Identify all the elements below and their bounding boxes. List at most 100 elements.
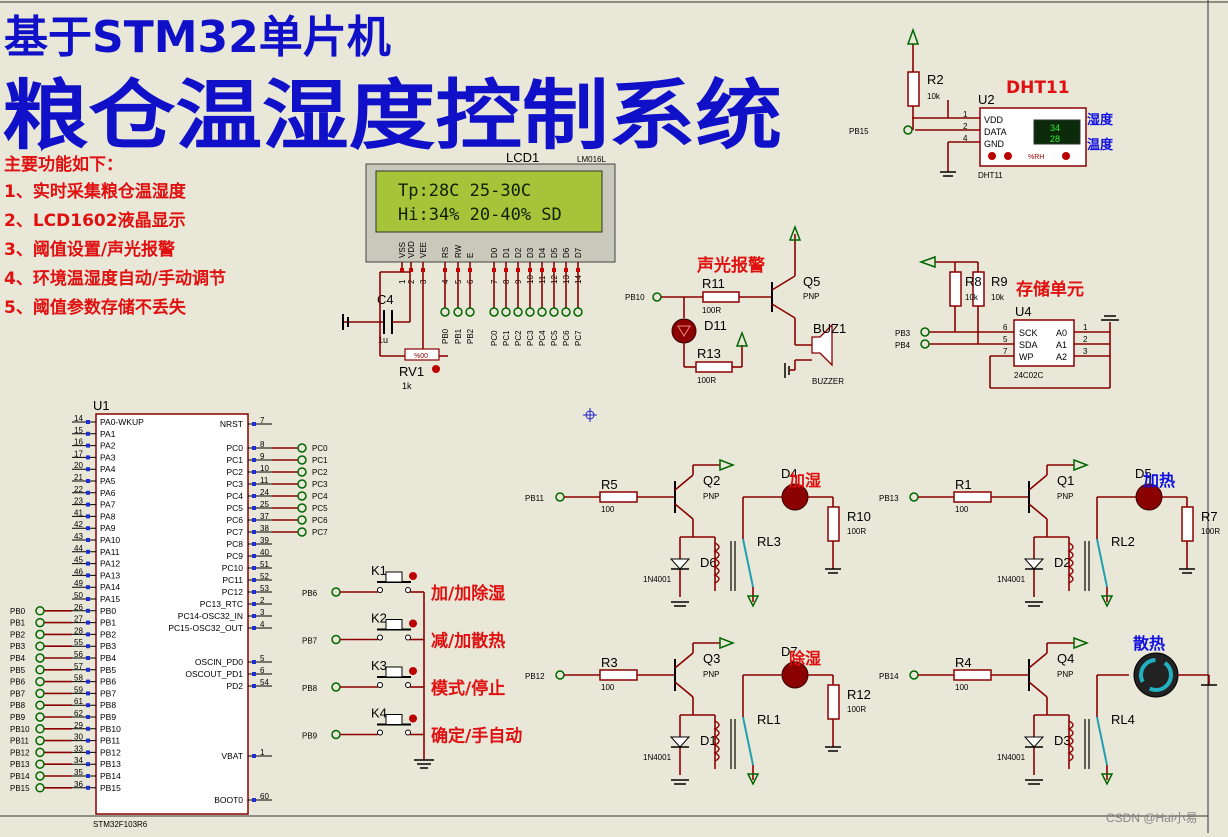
- mcu-left-pinname-27: PB11: [100, 736, 120, 746]
- mcu-left-pinname-7: PA7: [100, 500, 116, 510]
- mcu-right-pinname-4: PC3: [226, 479, 243, 489]
- driver-relay-coil-icon-1: [713, 720, 720, 762]
- key-net-2: PB8: [302, 684, 318, 693]
- mcu-right-pinname-17: OSCIN_PD0: [195, 657, 243, 667]
- mcu-left-pinname-19: PB3: [100, 641, 116, 651]
- mcu-right-pinnum-5: 24: [260, 488, 269, 497]
- driver-diode-ref-1: D1: [700, 733, 717, 748]
- mcu-left-pinnum-11: 44: [74, 544, 83, 553]
- mcu-right-pinname-15: PC14-OSC32_IN: [178, 611, 243, 621]
- key-label-1: 减/加散热: [431, 631, 505, 652]
- driver-q-type-0: PNP: [703, 492, 719, 501]
- mcu-left-terminal-8: [35, 700, 45, 710]
- dht-side-temperature: 温度: [1087, 137, 1114, 153]
- mcu-left-pinname-1: PA1: [100, 429, 116, 439]
- lcd-data-net-3: PC3: [526, 330, 535, 346]
- driver-relay-coil-icon-3: [1067, 720, 1074, 762]
- driver-label-2: 加热: [1142, 471, 1175, 490]
- lcd-data-terminal-2: [513, 307, 523, 317]
- mcu-right-pinname-6: PC5: [226, 503, 243, 513]
- d11-ref: D11: [704, 318, 727, 333]
- mcu-ref: U1: [93, 398, 110, 413]
- relay-drivers: PB11R5100Q2PNPD61N4001RL3D4R10100R加湿PB12…: [525, 458, 1220, 786]
- driver-relay-switch-icon-3: [1096, 716, 1108, 766]
- mcu-left-net-4: PB4: [10, 654, 26, 663]
- r2-pullup: R2 10k: [906, 27, 944, 130]
- r8-value: 10k: [965, 293, 979, 302]
- lcd-pin-label-13: D6: [562, 247, 571, 258]
- dht11-sensor: DHT11 U2 VDD DATA GND 1 2 4 34 28 %RH DH…: [849, 78, 1114, 180]
- mcu-right-pinnum-0: 7: [260, 416, 265, 425]
- mcu-right-pinname-9: PC8: [226, 539, 243, 549]
- mcu-left-pinnum-16: 26: [74, 603, 83, 612]
- mcu-right-pinnum-2: 9: [260, 452, 265, 461]
- mcu-left-pinnum-27: 30: [74, 733, 83, 742]
- mcu-left-pinname-15: PA15: [100, 594, 120, 604]
- driver-rled-ref-0: R10: [847, 509, 871, 524]
- mcu-left-pinname-21: PB5: [100, 665, 116, 675]
- lcd-data-terminal-4: [537, 307, 547, 317]
- u4-pinnum-3: 3: [1083, 347, 1088, 356]
- mcu-left-pinname-29: PB13: [100, 759, 121, 769]
- mcu-left-pinnum-25: 62: [74, 709, 83, 718]
- rv1-marker-icon: [432, 365, 440, 373]
- lcd-data-terminal-0: [489, 307, 499, 317]
- u4-pinnum-5: 5: [1003, 335, 1008, 344]
- eeprom-label: 存储单元: [1016, 279, 1084, 300]
- mcu-left-net-11: PB11: [10, 737, 30, 746]
- mcu-left-pinnum-0: 14: [74, 414, 83, 423]
- mcu-left-pinname-30: PB14: [100, 771, 121, 781]
- u4-pin-a0: A0: [1056, 328, 1067, 338]
- mcu-right-pinname-5: PC4: [226, 491, 243, 501]
- driver-r-value-0: 100: [601, 505, 615, 514]
- mcu-right-pinname-20: VBAT: [221, 751, 243, 761]
- u4-pinnum-6: 6: [1003, 323, 1008, 332]
- lcd-data-net-4: PC4: [538, 330, 547, 346]
- mcu-left-pinname-3: PA3: [100, 452, 116, 462]
- driver-diode-ref-3: D3: [1054, 733, 1071, 748]
- title-line2: 粮仓温湿度控制系统: [2, 71, 782, 160]
- lcd-pin-label-5: RW: [454, 244, 463, 258]
- mcu-right-terminal-4: [297, 491, 307, 501]
- mcu-right-pinname-7: PC6: [226, 515, 243, 525]
- mcu-right-pinname-21: BOOT0: [214, 795, 243, 805]
- buzzer-icon: [811, 323, 833, 367]
- mcu-left-pinnum-24: 61: [74, 697, 83, 706]
- u4-pinnum-1: 1: [1083, 323, 1088, 332]
- lcd-ctrl-net-0: PB0: [441, 328, 450, 344]
- mcu-right-pinname-13: PC12: [222, 587, 244, 597]
- lcd-row1: Tp:28C 25-30C: [398, 181, 531, 201]
- mcu-left-net-8: PB8: [10, 701, 26, 710]
- mcu-right-net-6: PC6: [312, 516, 328, 525]
- mcu-left-terminal-14: [35, 771, 45, 781]
- features-heading: 主要功能如下：: [4, 154, 123, 175]
- mcu-left-pinnum-2: 16: [74, 438, 83, 447]
- lcd-pin-label-7: D0: [490, 247, 499, 258]
- driver-base-resistor-0: [599, 491, 638, 503]
- mcu-right-pinname-19: PD2: [226, 681, 243, 691]
- driver-q-type-3: PNP: [1057, 670, 1073, 679]
- mcu-left-pinnum-19: 55: [74, 638, 83, 647]
- mcu-left-pinname-31: PB15: [100, 783, 121, 793]
- feature-item-2: 2、LCD1602液晶显示: [4, 210, 186, 231]
- lcd-pin-label-9: D2: [514, 247, 523, 258]
- driver-rled-ref-2: R7: [1201, 509, 1218, 524]
- dht-pin-vdd: VDD: [984, 115, 1004, 125]
- dht-display-top: 34: [1050, 123, 1060, 133]
- key-cap-icon-2: [385, 666, 403, 678]
- mcu-right-pinnum-19: 54: [260, 678, 269, 687]
- key-net-0: PB6: [302, 589, 318, 598]
- driver-diode-model-2: 1N4001: [997, 575, 1026, 584]
- key-switches: PB6K1加/加除湿PB7K2减/加散热PB8K3模式/停止PB9K4确定/手自…: [302, 563, 522, 769]
- mcu-right-pinnum-9: 39: [260, 536, 269, 545]
- driver-led-ref-1: D7: [781, 644, 798, 659]
- r2-value: 10k: [927, 92, 941, 101]
- driver-q-ref-2: Q1: [1057, 473, 1074, 488]
- mcu-right-pinnum-11: 51: [260, 560, 269, 569]
- mcu-right-pinname-10: PC9: [226, 551, 243, 561]
- buz-ref: BUZ1: [813, 321, 846, 336]
- dht-units: %RH: [1028, 154, 1044, 161]
- driver-diode-ref-0: D6: [700, 555, 717, 570]
